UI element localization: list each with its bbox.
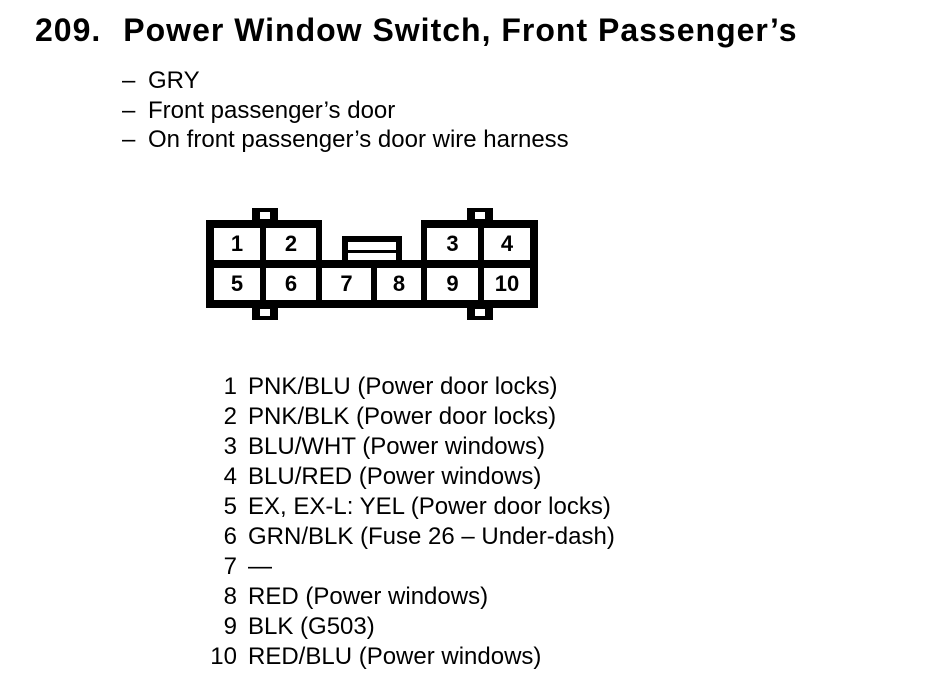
pin-description: BLK (G503): [248, 613, 375, 640]
detail-row: – Front passenger’s door: [122, 96, 569, 126]
connector-cavity-3: 3: [427, 228, 478, 260]
pin-list: 1 PNK/BLU (Power door locks) 2 PNK/BLK (…: [198, 372, 615, 672]
mounting-tab-top-left: [252, 208, 278, 222]
pin-number: 1: [223, 373, 237, 400]
connector-cavity-4: 4: [484, 228, 530, 260]
connector-key: [342, 236, 402, 268]
pin-number: 2: [223, 403, 237, 430]
connector-cavity-5: 5: [214, 268, 260, 300]
dash-bullet: –: [122, 126, 136, 153]
connector-cavity-10: 10: [484, 268, 530, 300]
pin-number: 6: [223, 523, 237, 550]
pin-row: 10 RED/BLU (Power windows): [198, 642, 615, 672]
pin-number: 9: [223, 613, 237, 640]
detail-row: – GRY: [122, 66, 569, 96]
tab-hole: [475, 309, 485, 316]
page-title: Power Window Switch, Front Passenger’s: [123, 12, 798, 48]
pin-description: BLU/RED (Power windows): [248, 463, 542, 490]
pin-number: 10: [210, 643, 237, 670]
pin-description: RED (Power windows): [248, 583, 489, 610]
connector-cavity-2: 2: [266, 228, 316, 260]
tab-hole: [475, 212, 485, 219]
detail-text-color: GRY: [148, 67, 200, 94]
tab-hole: [260, 212, 270, 219]
connector-cavity-1: 1: [214, 228, 260, 260]
pin-row: 2 PNK/BLK (Power door locks): [198, 402, 615, 432]
pin-number: 4: [223, 463, 237, 490]
detail-text-location: Front passenger’s door: [148, 96, 396, 124]
pin-number: 7: [223, 553, 237, 580]
pin-row: 4 BLU/RED (Power windows): [198, 462, 615, 492]
pin-description: GRN/BLK (Fuse 26 – Under-dash): [248, 523, 615, 550]
mounting-tab-bottom-right: [467, 306, 493, 320]
mounting-tab-bottom-left: [252, 306, 278, 320]
connector-block-bottom: [206, 260, 538, 308]
connector-cavity-7: 7: [322, 268, 371, 300]
tab-hole: [260, 309, 270, 316]
pin-number: 8: [223, 583, 237, 610]
pin-description: BLU/WHT (Power windows): [248, 433, 545, 460]
section-number: 209.: [35, 12, 102, 48]
pin-description: —: [248, 553, 272, 580]
pin-row: 3 BLU/WHT (Power windows): [198, 432, 615, 462]
pin-row: 6 GRN/BLK (Fuse 26 – Under-dash): [198, 522, 615, 552]
pin-number: 5: [223, 493, 237, 520]
connector-diagram: 1 2 3 4 5 6 7 8 9 10: [206, 208, 538, 320]
pin-row: 5 EX, EX-L: YEL (Power door locks): [198, 492, 615, 522]
connector-cavity-8: 8: [377, 268, 421, 300]
pin-row: 9 BLK (G503): [198, 612, 615, 642]
connector-details: – GRY – Front passenger’s door – On fron…: [122, 66, 569, 155]
key-stripe: [348, 253, 396, 260]
pin-row: 7 —: [198, 552, 615, 582]
pin-description: PNK/BLU (Power door locks): [248, 373, 558, 400]
detail-text-harness: On front passenger’s door wire harness: [148, 126, 569, 153]
dash-bullet: –: [122, 67, 136, 94]
pin-description: RED/BLU (Power windows): [248, 643, 542, 670]
dash-bullet: –: [122, 96, 136, 124]
mounting-tab-top-right: [467, 208, 493, 222]
pin-description: PNK/BLK (Power door locks): [248, 403, 557, 430]
key-stripe: [348, 242, 396, 250]
detail-row: – On front passenger’s door wire harness: [122, 125, 569, 155]
connector-cavity-6: 6: [266, 268, 316, 300]
pin-row: 1 PNK/BLU (Power door locks): [198, 372, 615, 402]
pin-description: EX, EX-L: YEL (Power door locks): [248, 493, 611, 520]
connector-cavity-9: 9: [427, 268, 478, 300]
pin-row: 8 RED (Power windows): [198, 582, 615, 612]
pin-number: 3: [223, 433, 237, 460]
section-header: 209. Power Window Switch, Front Passenge…: [35, 12, 798, 49]
